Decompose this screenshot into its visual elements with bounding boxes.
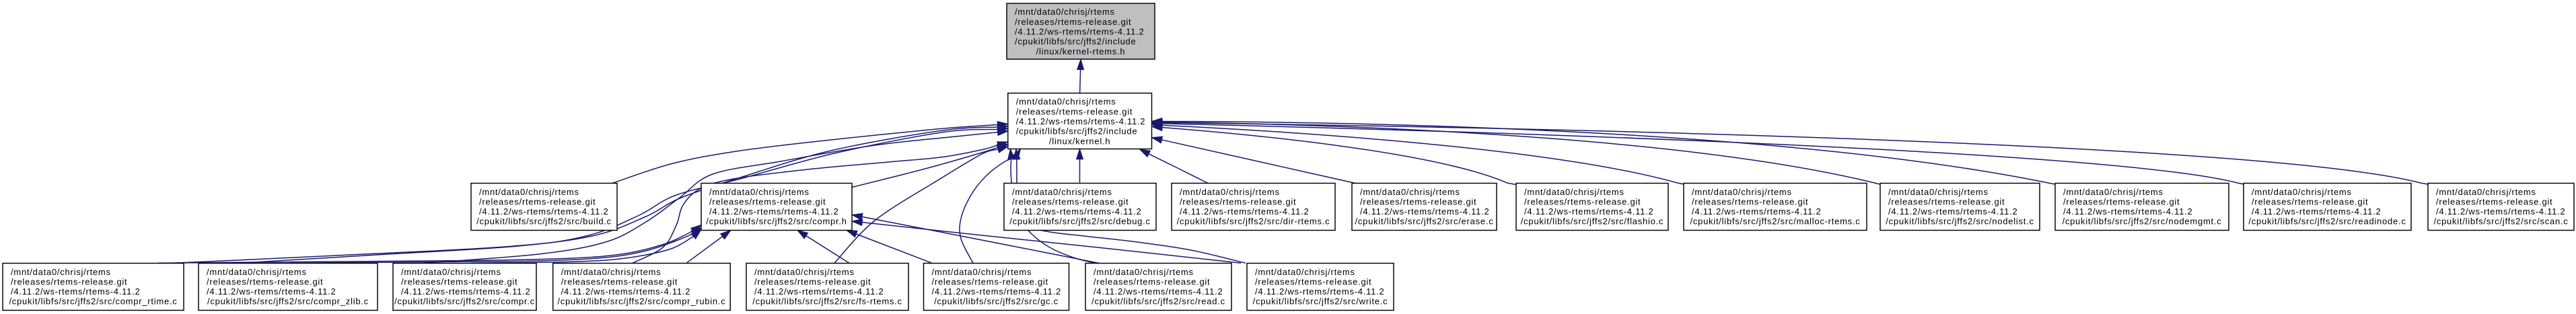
svg-text:/4.11.2/ws-rtems/rtems-4.11.2: /4.11.2/ws-rtems/rtems-4.11.2: [1180, 206, 1310, 217]
svg-text:/4.11.2/ws-rtems/rtems-4.11.2: /4.11.2/ws-rtems/rtems-4.11.2: [11, 286, 141, 297]
svg-text:/releases/rtems-release.git: /releases/rtems-release.git: [207, 276, 323, 286]
svg-text:/cpukit/libfs/src/jffs2/src/co: /cpukit/libfs/src/jffs2/src/compr_rtime.…: [9, 297, 177, 307]
svg-text:/releases/rtems-release.git: /releases/rtems-release.git: [1012, 196, 1129, 206]
svg-text:/4.11.2/ws-rtems/rtems-4.11.2: /4.11.2/ws-rtems/rtems-4.11.2: [1012, 206, 1142, 217]
svg-text:/cpukit/libfs/src/jffs2/includ: /cpukit/libfs/src/jffs2/include: [1016, 126, 1138, 136]
svg-text:/mnt/data0/chrisj/rtems: /mnt/data0/chrisj/rtems: [1888, 187, 1989, 197]
svg-text:/mnt/data0/chrisj/rtems: /mnt/data0/chrisj/rtems: [1180, 187, 1280, 197]
svg-text:/4.11.2/ws-rtems/rtems-4.11.2: /4.11.2/ws-rtems/rtems-4.11.2: [561, 286, 690, 297]
svg-text:/4.11.2/ws-rtems/rtems-4.11.2: /4.11.2/ws-rtems/rtems-4.11.2: [1524, 206, 1654, 217]
svg-text:/4.11.2/ws-rtems/rtems-4.11.2: /4.11.2/ws-rtems/rtems-4.11.2: [932, 286, 1062, 297]
svg-text:/releases/rtems-release.git: /releases/rtems-release.git: [2252, 196, 2368, 206]
svg-text:/cpukit/libfs/src/jffs2/src/co: /cpukit/libfs/src/jffs2/src/compr.h: [706, 217, 847, 227]
svg-text:/linux/kernel-rtems.h: /linux/kernel-rtems.h: [1036, 46, 1126, 56]
svg-text:/4.11.2/ws-rtems/rtems-4.11.2: /4.11.2/ws-rtems/rtems-4.11.2: [1888, 206, 2018, 217]
svg-text:/cpukit/libfs/src/jffs2/src/co: /cpukit/libfs/src/jffs2/src/compr.c: [394, 297, 535, 307]
svg-text:/4.11.2/ws-rtems/rtems-4.11.2: /4.11.2/ws-rtems/rtems-4.11.2: [1094, 286, 1223, 297]
svg-text:/4.11.2/ws-rtems/rtems-4.11.2: /4.11.2/ws-rtems/rtems-4.11.2: [754, 286, 884, 297]
svg-text:/4.11.2/ws-rtems/rtems-4.11.2: /4.11.2/ws-rtems/rtems-4.11.2: [1360, 206, 1490, 217]
svg-text:/mnt/data0/chrisj/rtems: /mnt/data0/chrisj/rtems: [1524, 187, 1624, 197]
svg-text:/4.11.2/ws-rtems/rtems-4.11.2: /4.11.2/ws-rtems/rtems-4.11.2: [1016, 116, 1146, 126]
svg-text:/releases/rtems-release.git: /releases/rtems-release.git: [932, 276, 1048, 286]
svg-text:/releases/rtems-release.git: /releases/rtems-release.git: [11, 276, 127, 286]
svg-text:/cpukit/libfs/src/jffs2/src/co: /cpukit/libfs/src/jffs2/src/compr_rubin.…: [557, 297, 725, 307]
svg-text:/cpukit/libfs/src/jffs2/src/re: /cpukit/libfs/src/jffs2/src/read.c: [1092, 297, 1225, 307]
svg-text:/releases/rtems-release.git: /releases/rtems-release.git: [709, 196, 826, 206]
svg-text:/4.11.2/ws-rtems/rtems-4.11.2: /4.11.2/ws-rtems/rtems-4.11.2: [479, 206, 609, 217]
svg-text:/4.11.2/ws-rtems/rtems-4.11.2: /4.11.2/ws-rtems/rtems-4.11.2: [709, 206, 839, 217]
svg-text:/4.11.2/ws-rtems/rtems-4.11.2: /4.11.2/ws-rtems/rtems-4.11.2: [1692, 206, 1822, 217]
svg-text:/releases/rtems-release.git: /releases/rtems-release.git: [1524, 196, 1641, 206]
svg-text:/releases/rtems-release.git: /releases/rtems-release.git: [1692, 196, 1808, 206]
svg-text:/releases/rtems-release.git: /releases/rtems-release.git: [1888, 196, 2005, 206]
svg-text:/cpukit/libfs/src/jffs2/src/wr: /cpukit/libfs/src/jffs2/src/write.c: [1253, 297, 1388, 307]
svg-text:/mnt/data0/chrisj/rtems: /mnt/data0/chrisj/rtems: [2063, 187, 2163, 197]
svg-text:/linux/kernel.h: /linux/kernel.h: [1049, 136, 1110, 146]
svg-text:/mnt/data0/chrisj/rtems: /mnt/data0/chrisj/rtems: [1094, 267, 1194, 277]
svg-text:/4.11.2/ws-rtems/rtems-4.11.2: /4.11.2/ws-rtems/rtems-4.11.2: [2252, 206, 2382, 217]
svg-text:/cpukit/libfs/src/jffs2/src/co: /cpukit/libfs/src/jffs2/src/compr_zlib.c: [207, 297, 369, 307]
svg-text:/cpukit/libfs/src/jffs2/src/fs: /cpukit/libfs/src/jffs2/src/fs-rtems.c: [752, 297, 902, 307]
svg-text:/releases/rtems-release.git: /releases/rtems-release.git: [401, 276, 517, 286]
svg-text:/mnt/data0/chrisj/rtems: /mnt/data0/chrisj/rtems: [1692, 187, 1792, 197]
svg-text:/cpukit/libfs/src/jffs2/src/sc: /cpukit/libfs/src/jffs2/src/scan.c: [2433, 217, 2568, 227]
svg-text:/mnt/data0/chrisj/rtems: /mnt/data0/chrisj/rtems: [2436, 187, 2536, 197]
svg-text:/releases/rtems-release.git: /releases/rtems-release.git: [754, 276, 871, 286]
svg-text:/cpukit/libfs/src/jffs2/src/de: /cpukit/libfs/src/jffs2/src/debug.c: [1009, 217, 1151, 227]
svg-text:/releases/rtems-release.git: /releases/rtems-release.git: [1016, 106, 1133, 116]
svg-text:/cpukit/libfs/src/jffs2/src/re: /cpukit/libfs/src/jffs2/src/readinode.c: [2248, 217, 2406, 227]
svg-text:/releases/rtems-release.git: /releases/rtems-release.git: [1094, 276, 1210, 286]
svg-text:/cpukit/libfs/src/jffs2/src/gc: /cpukit/libfs/src/jffs2/src/gc.c: [934, 297, 1059, 307]
svg-text:/mnt/data0/chrisj/rtems: /mnt/data0/chrisj/rtems: [479, 187, 579, 197]
svg-text:/releases/rtems-release.git: /releases/rtems-release.git: [479, 196, 596, 206]
svg-text:/cpukit/libfs/src/jffs2/includ: /cpukit/libfs/src/jffs2/include: [1015, 36, 1137, 46]
svg-text:/4.11.2/ws-rtems/rtems-4.11.2: /4.11.2/ws-rtems/rtems-4.11.2: [207, 286, 336, 297]
svg-text:/mnt/data0/chrisj/rtems: /mnt/data0/chrisj/rtems: [2252, 187, 2352, 197]
svg-text:/4.11.2/ws-rtems/rtems-4.11.2: /4.11.2/ws-rtems/rtems-4.11.2: [2063, 206, 2193, 217]
svg-text:/mnt/data0/chrisj/rtems: /mnt/data0/chrisj/rtems: [1016, 97, 1116, 107]
svg-text:/cpukit/libfs/src/jffs2/src/fl: /cpukit/libfs/src/jffs2/src/flashio.c: [1521, 217, 1663, 227]
svg-text:/mnt/data0/chrisj/rtems: /mnt/data0/chrisj/rtems: [709, 187, 810, 197]
svg-text:/mnt/data0/chrisj/rtems: /mnt/data0/chrisj/rtems: [401, 267, 501, 277]
svg-text:/releases/rtems-release.git: /releases/rtems-release.git: [1360, 196, 1476, 206]
svg-text:/mnt/data0/chrisj/rtems: /mnt/data0/chrisj/rtems: [1255, 267, 1355, 277]
svg-text:/mnt/data0/chrisj/rtems: /mnt/data0/chrisj/rtems: [1015, 7, 1115, 17]
svg-text:/releases/rtems-release.git: /releases/rtems-release.git: [1255, 276, 1371, 286]
svg-text:/cpukit/libfs/src/jffs2/src/no: /cpukit/libfs/src/jffs2/src/nodemgmt.c: [2062, 217, 2221, 227]
svg-text:/4.11.2/ws-rtems/rtems-4.11.2: /4.11.2/ws-rtems/rtems-4.11.2: [1015, 26, 1145, 36]
svg-text:/mnt/data0/chrisj/rtems: /mnt/data0/chrisj/rtems: [1012, 187, 1112, 197]
svg-text:/mnt/data0/chrisj/rtems: /mnt/data0/chrisj/rtems: [11, 267, 111, 277]
svg-text:/releases/rtems-release.git: /releases/rtems-release.git: [2436, 196, 2552, 206]
svg-text:/mnt/data0/chrisj/rtems: /mnt/data0/chrisj/rtems: [207, 267, 307, 277]
svg-text:/cpukit/libfs/src/jffs2/src/bu: /cpukit/libfs/src/jffs2/src/build.c: [476, 217, 612, 227]
svg-text:/cpukit/libfs/src/jffs2/src/no: /cpukit/libfs/src/jffs2/src/nodelist.c: [1886, 217, 2034, 227]
svg-text:/cpukit/libfs/src/jffs2/src/di: /cpukit/libfs/src/jffs2/src/dir-rtems.c: [1177, 217, 1330, 227]
svg-text:/mnt/data0/chrisj/rtems: /mnt/data0/chrisj/rtems: [754, 267, 855, 277]
svg-text:/releases/rtems-release.git: /releases/rtems-release.git: [1015, 17, 1131, 27]
svg-text:/mnt/data0/chrisj/rtems: /mnt/data0/chrisj/rtems: [932, 267, 1032, 277]
svg-text:/releases/rtems-release.git: /releases/rtems-release.git: [1180, 196, 1296, 206]
svg-text:/releases/rtems-release.git: /releases/rtems-release.git: [2063, 196, 2180, 206]
svg-text:/4.11.2/ws-rtems/rtems-4.11.2: /4.11.2/ws-rtems/rtems-4.11.2: [2436, 206, 2566, 217]
svg-text:/releases/rtems-release.git: /releases/rtems-release.git: [561, 276, 678, 286]
svg-text:/4.11.2/ws-rtems/rtems-4.11.2: /4.11.2/ws-rtems/rtems-4.11.2: [1255, 286, 1385, 297]
svg-text:/cpukit/libfs/src/jffs2/src/er: /cpukit/libfs/src/jffs2/src/erase.c: [1355, 217, 1494, 227]
svg-text:/cpukit/libfs/src/jffs2/src/ma: /cpukit/libfs/src/jffs2/src/malloc-rtems…: [1690, 217, 1860, 227]
svg-text:/mnt/data0/chrisj/rtems: /mnt/data0/chrisj/rtems: [561, 267, 661, 277]
svg-text:/4.11.2/ws-rtems/rtems-4.11.2: /4.11.2/ws-rtems/rtems-4.11.2: [401, 286, 531, 297]
svg-text:/mnt/data0/chrisj/rtems: /mnt/data0/chrisj/rtems: [1360, 187, 1460, 197]
